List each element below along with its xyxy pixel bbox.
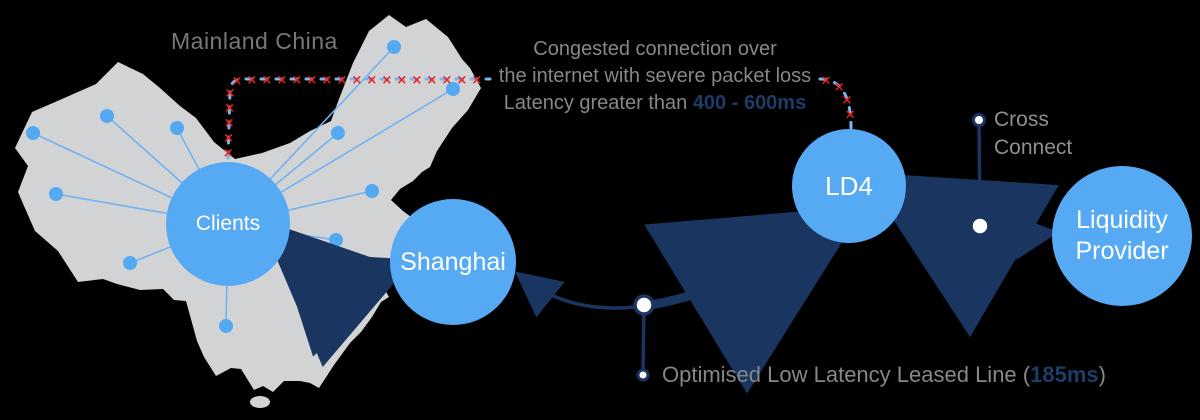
packet-loss-x-icon: ×: [224, 101, 235, 116]
packet-loss-x-icon: ×: [456, 73, 467, 88]
packet-loss-x-icon: ×: [276, 73, 287, 88]
node-clients-label: Clients: [195, 212, 261, 235]
leased-line-junction-dot: [633, 294, 655, 316]
leased-line-callout-stem: [641, 304, 646, 373]
packet-loss-x-icon: ×: [224, 116, 235, 131]
city-dot: [26, 126, 40, 140]
city-dot: [49, 187, 63, 201]
node-liquidity-provider: Liquidity Provider: [1052, 166, 1192, 306]
packet-loss-x-icon: ×: [471, 73, 482, 88]
packet-loss-x-icon: ×: [381, 73, 392, 88]
packet-loss-x-icon: ×: [351, 73, 362, 88]
packet-loss-x-icon: ×: [225, 86, 236, 101]
node-shanghai-label: Shanghai: [400, 247, 506, 276]
map-title: Mainland China: [171, 28, 338, 54]
packet-loss-x-icon: ×: [223, 131, 234, 146]
cross-connect-junction-dot: [969, 215, 991, 237]
cross-connect-arrow-to-ld4: [862, 172, 1059, 338]
packet-loss-x-icon: ×: [306, 73, 317, 88]
node-shanghai: Shanghai: [390, 199, 516, 325]
city-dot: [365, 184, 379, 198]
city-dot: [330, 293, 344, 307]
city-dot: [387, 40, 401, 54]
packet-loss-x-marks: ××××××××××××××××××××××××××: [223, 73, 856, 161]
packet-loss-x-icon: ×: [396, 73, 407, 88]
cross-connect-stem: [977, 119, 982, 227]
packet-loss-x-icon: ×: [834, 80, 845, 95]
clients-shanghai-arrow: [269, 222, 414, 367]
city-dot: [219, 319, 233, 333]
packet-loss-x-icon: ×: [841, 93, 852, 108]
leased-line-latency-value: 185ms: [1030, 362, 1099, 387]
leased-line-arrow-to-ld4: [643, 206, 865, 394]
packet-loss-x-icon: ×: [223, 146, 234, 161]
city-dot: [123, 256, 137, 270]
node-liquidity-provider-label: Liquidity Provider: [1075, 206, 1169, 265]
node-clients: Clients: [166, 162, 290, 286]
packet-loss-x-icon: ×: [426, 73, 437, 88]
congestion-note-line3: Latency greater than 400 - 600ms: [503, 92, 807, 114]
packet-loss-x-icon: ×: [845, 107, 856, 122]
packet-loss-x-icon: ×: [246, 73, 257, 88]
congestion-note-line1: Congested connection over: [533, 38, 777, 60]
packet-loss-x-icon: ×: [232, 74, 243, 89]
packet-loss-x-icon: ×: [261, 73, 272, 88]
latency-value: 400 - 600ms: [692, 92, 807, 114]
congested-dashed-line-left: [226, 77, 492, 160]
packet-loss-x-icon: ×: [441, 73, 452, 88]
packet-loss-x-icon: ×: [321, 73, 332, 88]
packet-loss-x-icon: ×: [336, 73, 347, 88]
congested-route: [226, 77, 853, 160]
city-dot: [329, 233, 343, 247]
node-ld4: LD4: [792, 129, 906, 243]
city-dot: [446, 82, 460, 96]
cross-connect-label-dot: [972, 113, 986, 127]
city-dot: [331, 126, 345, 140]
packet-loss-x-icon: ×: [291, 73, 302, 88]
congestion-note-line2: the internet with severe packet loss: [498, 65, 812, 87]
cross-connect-label: Cross Connect: [994, 108, 1073, 159]
city-dot: [170, 121, 184, 135]
leased-line-label-dot: [636, 368, 650, 382]
congestion-note: Congested connection over the internet w…: [455, 36, 855, 117]
packet-loss-x-icon: ×: [366, 73, 377, 88]
hainan-island: [250, 396, 270, 408]
city-dot: [100, 109, 114, 123]
congested-dashed-line-right: [818, 77, 853, 130]
node-ld4-label: LD4: [825, 170, 873, 201]
packet-loss-x-icon: ×: [821, 73, 832, 88]
packet-loss-x-icon: ×: [411, 73, 422, 88]
leased-line-label: Optimised Low Latency Leased Line (185ms…: [662, 362, 1106, 387]
